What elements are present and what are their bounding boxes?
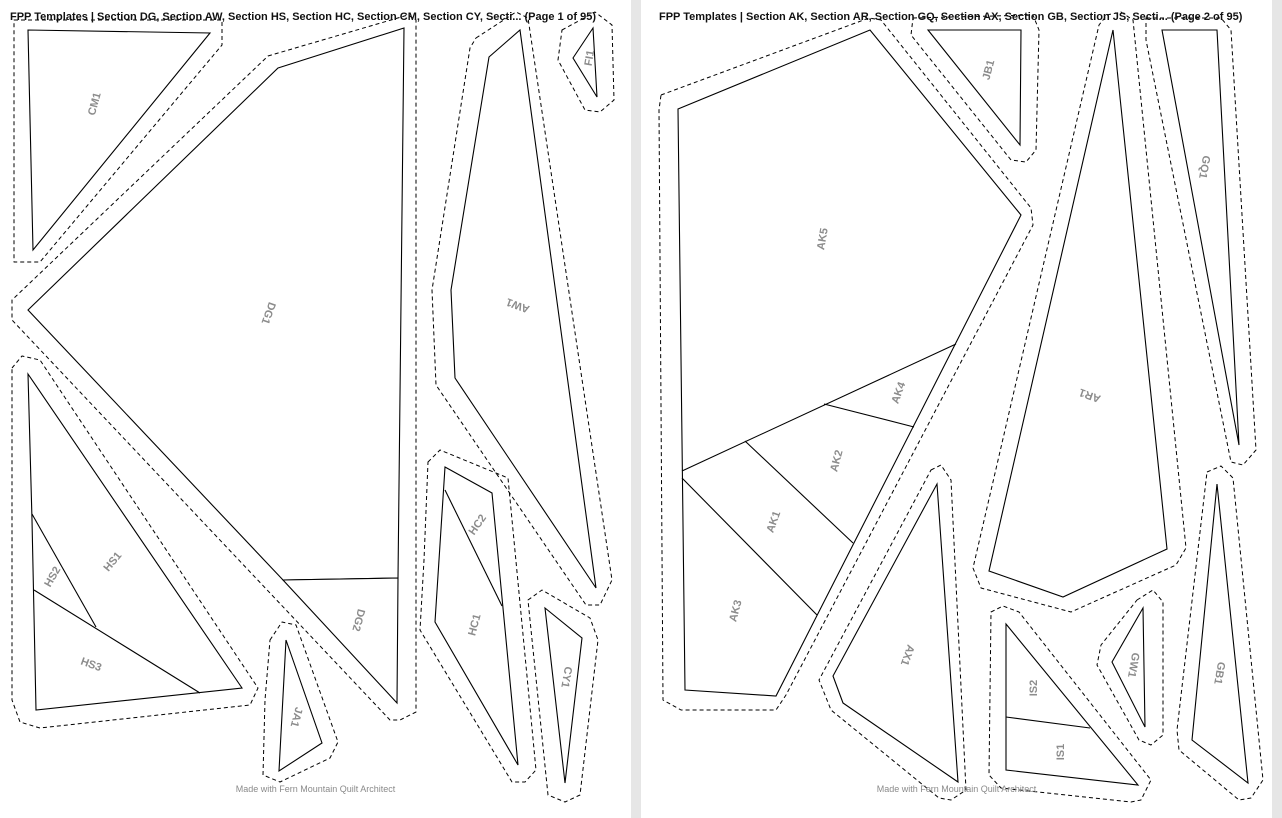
piece-label: CY1 xyxy=(558,665,574,688)
piece-is: IS2 IS1 xyxy=(988,605,1152,803)
piece-label: GB1 xyxy=(1211,661,1227,685)
piece-label: GW1 xyxy=(1125,652,1141,679)
piece-gb1: GB1 xyxy=(1176,465,1264,801)
template-page-1: FPP Templates | Section DG, Section AW, … xyxy=(0,0,631,818)
piece-fi1: FI1 xyxy=(557,11,615,113)
piece-ax1: AX1 xyxy=(818,464,967,801)
piece-label: AK5 xyxy=(815,227,831,251)
page-footer: Made with Fern Mountain Quilt Architect xyxy=(235,784,396,794)
piece-label: AK3 xyxy=(727,599,744,623)
piece-gq1: GQ1 xyxy=(1145,17,1257,466)
piece-label: FI1 xyxy=(583,49,598,67)
piece-cy1: CY1 xyxy=(527,589,599,803)
piece-label: GQ1 xyxy=(1196,155,1212,180)
page-title: FPP Templates | Section AK, Section AR, … xyxy=(659,11,1243,23)
piece-ja1: JA1 xyxy=(262,621,339,783)
piece-ar1: AR1 xyxy=(972,11,1187,613)
template-page-2: FPP Templates | Section AK, Section AR, … xyxy=(641,0,1272,818)
pattern-sheet-2: JB1 AK5 AK4 AK2 AK1 AK3 GQ1 AR1 xyxy=(658,11,1264,803)
piece-gw1: GW1 xyxy=(1096,589,1164,746)
piece-label: AK2 xyxy=(828,449,845,473)
piece-hs: HS1 HS2 HS3 xyxy=(11,355,259,729)
page-title: FPP Templates | Section DG, Section AW, … xyxy=(10,11,597,23)
piece-label: HC1 xyxy=(466,613,483,637)
piece-label: IS1 xyxy=(1055,744,1067,761)
piece-label: JB1 xyxy=(981,59,998,82)
piece-aw1: AW1 xyxy=(431,11,613,606)
piece-dg2: DG2 xyxy=(281,577,399,705)
piece-label: DG2 xyxy=(349,608,366,633)
piece-label: IS2 xyxy=(1028,680,1040,697)
piece-label: CM1 xyxy=(86,91,104,117)
page-footer: Made with Fern Mountain Quilt Architect xyxy=(876,784,1037,794)
piece-cm1: CM1 xyxy=(13,19,223,263)
piece-jb1: JB1 xyxy=(910,14,1040,163)
pattern-sheet-1: CM1 DG1 DG2 AW1 FI1 xyxy=(11,11,615,803)
piece-hc: HC2 HC1 xyxy=(419,449,537,783)
piece-ak: AK5 AK4 AK2 AK1 AK3 xyxy=(658,17,1034,711)
piece-label: JA1 xyxy=(288,706,305,729)
